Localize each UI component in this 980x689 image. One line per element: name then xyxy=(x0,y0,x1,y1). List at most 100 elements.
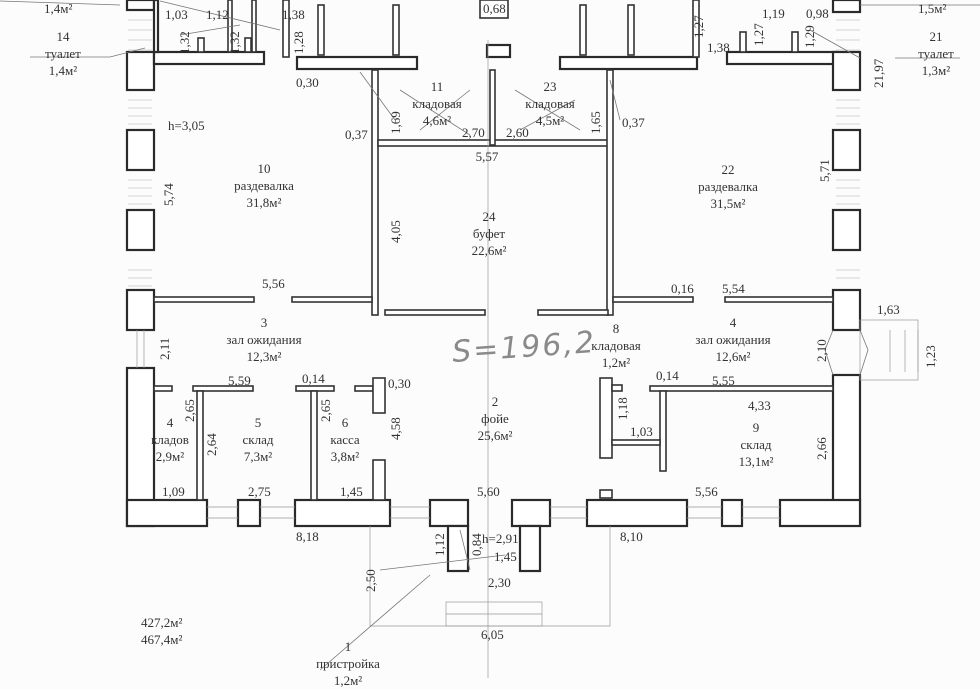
room-11-label: 11 кладовая 4,6м² xyxy=(412,78,461,129)
dim-4-33: 4,33 xyxy=(748,398,771,413)
room-4-label: 4 зал ожидания 12,6м² xyxy=(695,314,770,365)
room-21-number: 21 xyxy=(929,29,943,44)
dim-5-59: 5,59 xyxy=(228,373,251,388)
room-2-label: 2 фойе 25,6м² xyxy=(478,393,513,444)
room-8-label: 8 кладовая 1,2м² xyxy=(591,320,640,371)
room-6-area: 3,8м² xyxy=(330,449,360,464)
room-5-label: 5 склад 7,3м² xyxy=(243,414,274,465)
leader-lines xyxy=(0,0,980,671)
room-24-number: 24 xyxy=(482,209,496,224)
room-24-name: буфет xyxy=(472,226,506,241)
room-22-label: 22 раздевалка 31,5м² xyxy=(698,161,758,212)
room-14-label: 14 туалет 1,4м² xyxy=(45,28,81,79)
dim-2-70: 2,70 xyxy=(462,125,485,140)
room-2-name: фойе xyxy=(481,411,509,426)
room-24-area: 22,6м² xyxy=(471,243,507,258)
room-4-storage-area: 2,9м² xyxy=(155,449,185,464)
total-area-2: 467,4м² xyxy=(141,632,183,647)
room-4-storage-number: 4 xyxy=(166,415,174,430)
dim-1-19: 1,19 xyxy=(762,6,785,21)
room-9-name: склад xyxy=(740,437,772,452)
room-23-area: 4,5м² xyxy=(535,113,565,128)
total-area-1: 427,2м² xyxy=(141,615,183,630)
dim-1-23: 1,23 xyxy=(923,345,938,368)
room-5-number: 5 xyxy=(254,415,262,430)
room-6-label: 6 касса 3,8м² xyxy=(330,414,359,465)
dim-1-38-right: 1,38 xyxy=(707,40,730,55)
dim-5-54: 5,54 xyxy=(722,281,745,296)
extension-outline xyxy=(369,40,611,678)
room-1-number: 1 xyxy=(344,639,352,654)
dim-5-56-upper: 5,56 xyxy=(262,276,285,291)
room-24-label: 24 буфет 22,6м² xyxy=(472,208,507,259)
dim-21-97: 21,97 xyxy=(871,58,886,88)
dim-1-32-b: 1,32 xyxy=(227,31,242,54)
room-2-number: 2 xyxy=(491,394,499,409)
room-3-label: 3 зал ожидания 12,3м² xyxy=(226,314,301,365)
dim-1-09: 1,09 xyxy=(162,484,185,499)
dim-0-14-right: 0,14 xyxy=(656,368,679,383)
dim-1-28: 1,28 xyxy=(291,31,306,54)
dim-6-05: 6,05 xyxy=(481,627,504,642)
room-3-name: зал ожидания xyxy=(226,332,302,347)
room-21-label: 21 туалет 1,3м² xyxy=(918,28,954,79)
dim-1-18: 1,18 xyxy=(615,397,630,420)
dim-5-71: 5,71 xyxy=(817,159,832,182)
room-1-name: пристройка xyxy=(316,656,380,671)
dim-1-63: 1,63 xyxy=(877,302,900,317)
dim-0-37-left: 0,37 xyxy=(345,127,368,142)
room-22-name: раздевалка xyxy=(698,179,758,194)
room-5-area: 7,3м² xyxy=(243,449,273,464)
total-areas: 427,2м² 467,4м² xyxy=(141,614,182,648)
room-22-number: 22 xyxy=(721,162,735,177)
dim-1-27-a: 1,27 xyxy=(691,15,706,38)
dim-1-27-b: 1,27 xyxy=(751,23,766,46)
dim-1-45-b: 1,45 xyxy=(494,549,517,564)
room-8-area: 1,2м² xyxy=(601,355,631,370)
room-11-name: кладовая xyxy=(412,96,462,111)
room-4-name: зал ожидания xyxy=(695,332,771,347)
dim-1-12: 1,12 xyxy=(206,7,229,22)
dim-8-18: 8,18 xyxy=(296,529,319,544)
room-10-label: 10 раздевалка 31,8м² xyxy=(234,160,294,211)
dim-2-50: 2,50 xyxy=(363,569,378,592)
room-4-storage-label: 4 кладов 2,9м² xyxy=(151,414,189,465)
dim-1-29: 1,29 xyxy=(802,25,817,48)
room-14-number: 14 xyxy=(56,29,70,44)
right-door-opening xyxy=(824,329,834,376)
room-9-area: 13,1м² xyxy=(738,454,774,469)
dim-2-10: 2,10 xyxy=(814,339,829,362)
room-3-area: 12,3м² xyxy=(246,349,282,364)
room-1-area: 1,2м² xyxy=(333,673,363,688)
room-10-number: 10 xyxy=(257,161,271,176)
room-23-number: 23 xyxy=(543,79,557,94)
dim-1-32-a: 1,32 xyxy=(177,31,192,54)
dim-5-74: 5,74 xyxy=(161,183,176,206)
dim-2-64: 2,64 xyxy=(204,433,219,456)
dim-5-56-lower: 5,56 xyxy=(695,484,718,499)
room-11-number: 11 xyxy=(430,79,444,94)
partial-area-top-right: 1,5м² xyxy=(918,1,947,16)
room-21-name: туалет xyxy=(918,46,954,61)
dim-2-30: 2,30 xyxy=(488,575,511,590)
dim-5-57: 5,57 xyxy=(475,149,499,164)
room-2-area: 25,6м² xyxy=(477,428,513,443)
dim-1-69: 1,69 xyxy=(388,111,403,134)
ceiling-height-entrance: h=2,91 xyxy=(482,531,519,546)
dim-0-16: 0,16 xyxy=(671,281,694,296)
room-23-label: 23 кладовая 4,5м² xyxy=(525,78,574,129)
dim-0-14-left: 0,14 xyxy=(302,371,325,386)
dim-8-10: 8,10 xyxy=(620,529,643,544)
dim-0-98: 0,98 xyxy=(806,6,829,21)
room-21-area: 1,3м² xyxy=(921,63,951,78)
dim-1-38-left: 1,38 xyxy=(282,7,305,22)
room-8-number: 8 xyxy=(612,321,620,336)
room-10-name: раздевалка xyxy=(234,178,294,193)
room-5-name: склад xyxy=(242,432,274,447)
dim-0-30-top: 0,30 xyxy=(296,75,319,90)
dim-1-03-lower: 1,03 xyxy=(630,424,653,439)
room-14-name: туалет xyxy=(45,46,81,61)
room-6-name: касса xyxy=(330,432,360,447)
dim-1-03: 1,03 xyxy=(165,7,188,22)
